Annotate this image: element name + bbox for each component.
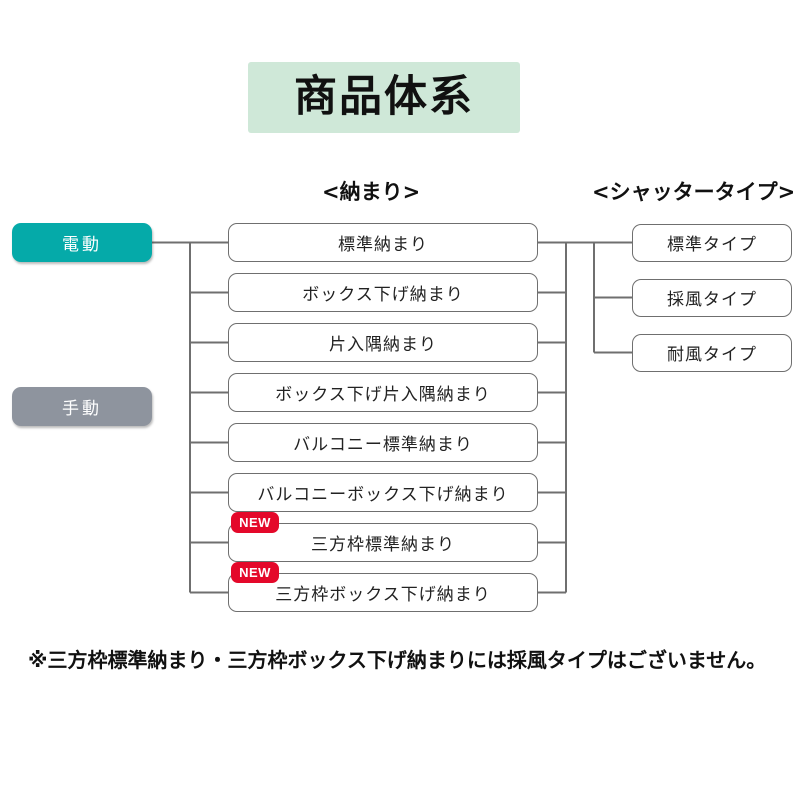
osamari-item-6-label: バルコニーボックス下げ納まり — [257, 485, 509, 505]
shutter-type-item-3-label: 耐風タイプ — [667, 345, 757, 365]
osamari-item-1[interactable]: 標準納まり — [228, 223, 538, 262]
column-header-osamari: <納まり> — [322, 180, 421, 204]
osamari-item-3[interactable]: 片入隅納まり — [228, 323, 538, 362]
osamari-item-4[interactable]: ボックス下げ片入隅納まり — [228, 373, 538, 412]
osamari-item-8[interactable]: 三方枠ボックス下げ納まり — [228, 573, 538, 612]
shutter-type-item-2-label: 採風タイプ — [667, 290, 757, 310]
shutter-type-item-2[interactable]: 採風タイプ — [632, 278, 792, 317]
osamari-item-5[interactable]: バルコニー標準納まり — [228, 423, 538, 462]
osamari-item-8-label: 三方枠ボックス下げ納まり — [275, 585, 491, 605]
footnote-text: ※三方枠標準納まり・三方枠ボックス下げ納まりには採風タイプはございません。 — [28, 648, 767, 672]
osamari-item-7-label: 三方枠標準納まり — [311, 535, 455, 555]
new-badge-osamari-item-8: NEW — [231, 562, 279, 583]
new-badge-label: NEW — [239, 565, 271, 580]
shutter-type-item-1[interactable]: 標準タイプ — [632, 223, 792, 262]
osamari-item-3-label: 片入隅納まり — [329, 335, 437, 355]
shutter-type-item-3[interactable]: 耐風タイプ — [632, 333, 792, 372]
osamari-item-2-label: ボックス下げ納まり — [302, 285, 464, 305]
drive-type-manual-label: 手動 — [62, 399, 102, 419]
osamari-item-5-label: バルコニー標準納まり — [293, 435, 473, 455]
osamari-item-6[interactable]: バルコニーボックス下げ納まり — [228, 473, 538, 512]
page-title-banner: 商品体系 — [248, 62, 520, 133]
new-badge-osamari-item-7: NEW — [231, 512, 279, 533]
osamari-item-2[interactable]: ボックス下げ納まり — [228, 273, 538, 312]
osamari-item-7[interactable]: 三方枠標準納まり — [228, 523, 538, 562]
new-badge-label: NEW — [239, 515, 271, 530]
column-header-shutter-type: <シャッタータイプ> — [592, 180, 796, 204]
drive-type-electric[interactable]: 電動 — [12, 223, 152, 262]
page-title: 商品体系 — [294, 72, 474, 122]
drive-type-manual[interactable]: 手動 — [12, 387, 152, 426]
shutter-type-item-1-label: 標準タイプ — [667, 235, 757, 255]
osamari-item-4-label: ボックス下げ片入隅納まり — [275, 385, 491, 405]
osamari-item-1-label: 標準納まり — [338, 235, 428, 255]
drive-type-electric-label: 電動 — [62, 235, 102, 255]
